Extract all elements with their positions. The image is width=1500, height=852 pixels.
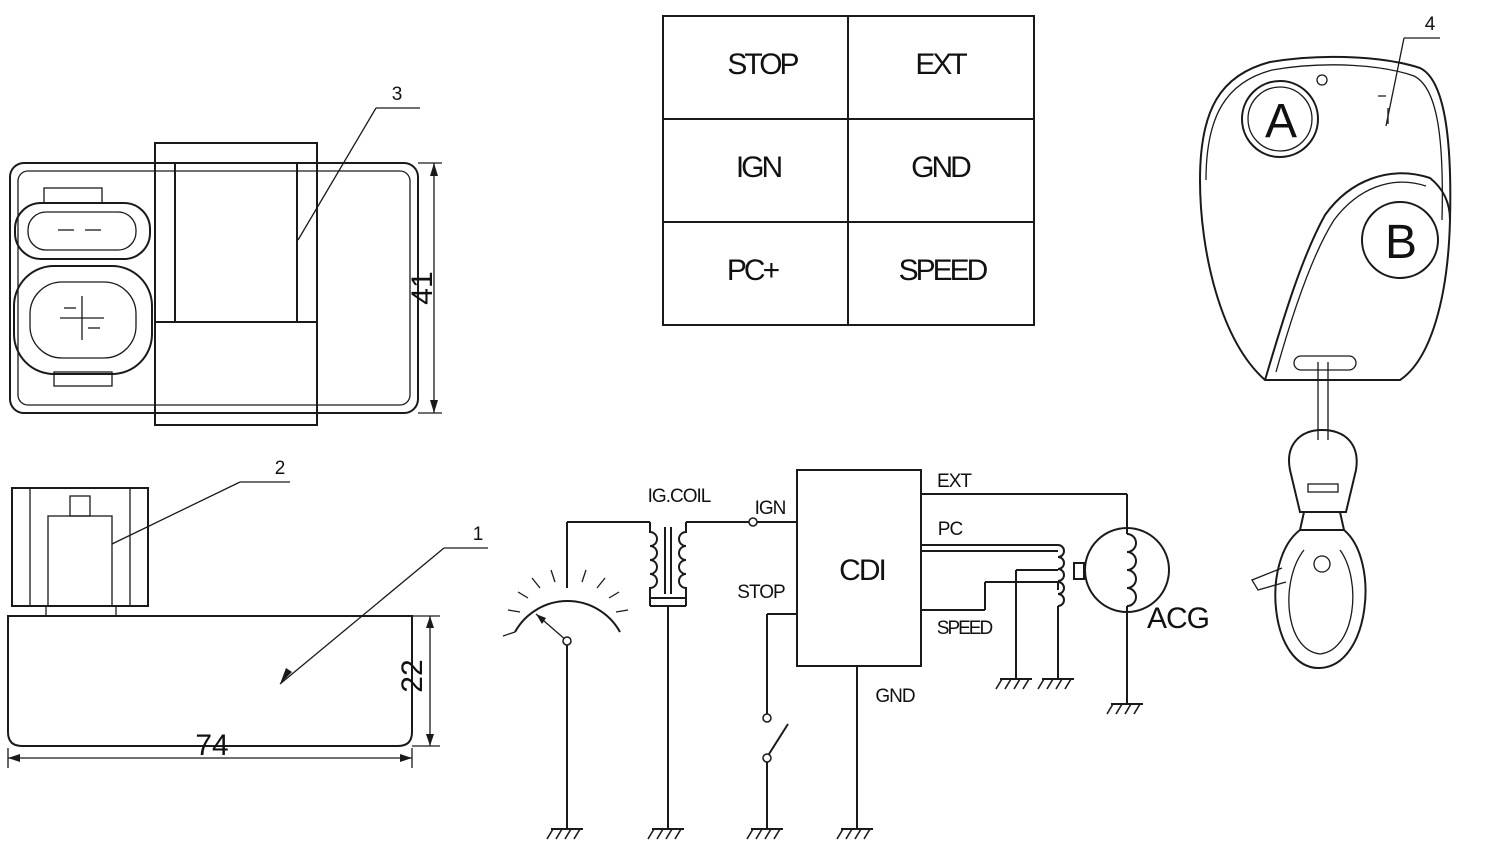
svg-text:4: 4	[1425, 14, 1436, 35]
callout-3: 3	[297, 84, 420, 241]
callout-2: 2	[111, 458, 290, 545]
dimension-22-label: 22	[396, 659, 429, 692]
svg-text:3: 3	[392, 84, 403, 105]
pin-ext: EXT	[915, 48, 967, 81]
label-ext: EXT	[937, 471, 972, 492]
pin-speed: SPEED	[899, 254, 988, 287]
label-gnd: GND	[875, 686, 915, 707]
pin-table: STOP EXT IGN GND PC+ SPEED	[662, 15, 1035, 326]
remote-key-fob	[1198, 55, 1452, 670]
cdi-side-view	[7, 487, 440, 768]
dimension-74-label: 74	[195, 729, 228, 762]
label-acg: ACG	[1147, 602, 1209, 635]
remote-button-b: B	[1385, 216, 1417, 269]
label-pc: PC	[938, 519, 963, 540]
remote-button-a: A	[1265, 95, 1297, 148]
dimension-41-label: 41	[406, 271, 439, 304]
label-ig-coil: IG.COIL	[648, 486, 711, 507]
label-cdi: CDI	[839, 554, 885, 587]
four-pin-connector	[13, 265, 153, 387]
two-pin-connector	[14, 187, 151, 260]
svg-text:2: 2	[275, 458, 286, 479]
label-stop: STOP	[737, 582, 785, 603]
cdi-top-view: 41	[9, 142, 442, 426]
label-ign: IGN	[755, 498, 786, 519]
ignition-schematic	[502, 469, 1170, 840]
callout-4: 4	[1385, 14, 1440, 127]
svg-text:1: 1	[473, 524, 484, 545]
pin-pc-plus: PC+	[727, 254, 780, 287]
label-speed: SPEED	[937, 618, 993, 639]
pin-stop: STOP	[727, 48, 798, 81]
dimension-41	[418, 162, 442, 414]
callout-1: 1	[279, 524, 488, 685]
pin-gnd: GND	[911, 151, 971, 184]
pin-ign: IGN	[736, 151, 782, 184]
